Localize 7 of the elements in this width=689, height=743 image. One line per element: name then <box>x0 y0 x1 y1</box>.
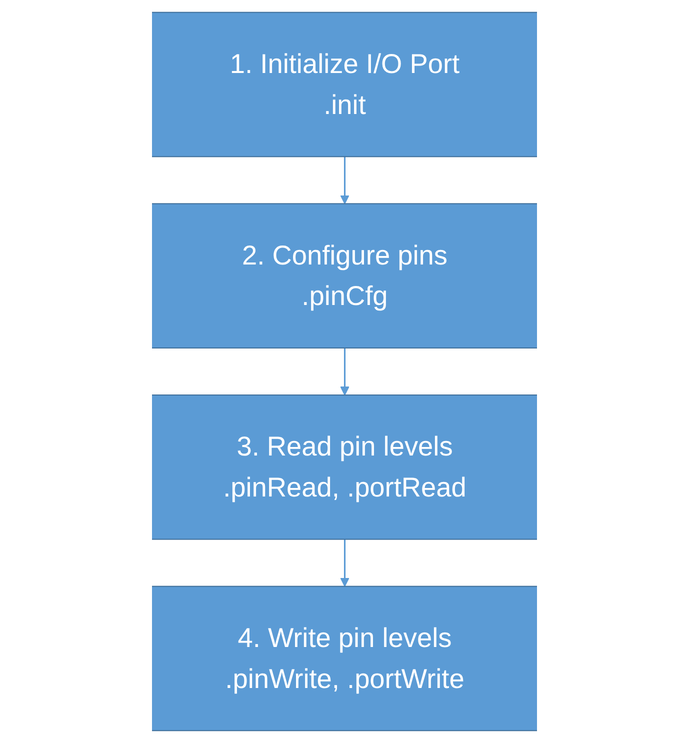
arrow <box>340 348 350 396</box>
node-box: 2. Configure pins .pinCfg <box>152 203 538 348</box>
node-box: 4. Write pin levels .pinWrite, .portWrite <box>152 586 538 732</box>
node-box: 1. Initialize I/O Port .init <box>152 12 538 158</box>
arrow <box>340 539 350 587</box>
node-box: 3. Read pin levels .pinRead, .portRead <box>152 394 538 540</box>
arrow <box>340 156 350 204</box>
